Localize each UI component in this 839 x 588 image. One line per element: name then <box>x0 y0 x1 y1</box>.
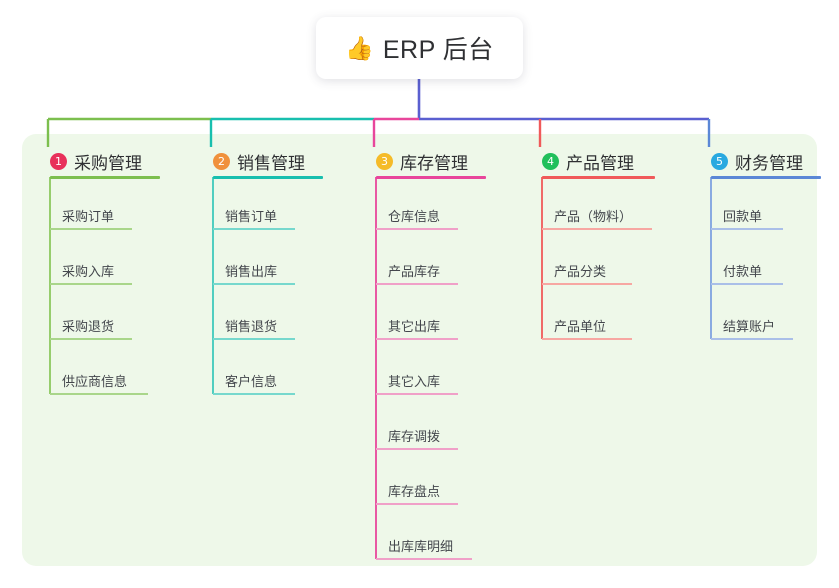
leaf-item-underline <box>213 228 295 230</box>
leaf-item[interactable]: 客户信息 <box>213 374 295 395</box>
leaf-item-underline <box>50 338 132 340</box>
leaf-item-underline <box>376 503 458 505</box>
leaf-item[interactable]: 回款单 <box>711 209 783 230</box>
category-title: 采购管理 <box>74 153 142 173</box>
leaf-item[interactable]: 采购退货 <box>50 319 132 340</box>
leaf-item-underline <box>542 338 632 340</box>
leaf-item[interactable]: 采购订单 <box>50 209 132 230</box>
leaf-item[interactable]: 产品分类 <box>542 264 632 285</box>
leaf-item[interactable]: 库存盘点 <box>376 484 458 505</box>
leaf-item-underline <box>213 283 295 285</box>
leaf-item[interactable]: 仓库信息 <box>376 209 458 230</box>
leaf-item[interactable]: 结算账户 <box>711 319 793 340</box>
leaf-item-label: 产品库存 <box>388 264 441 279</box>
leaf-item-label: 付款单 <box>723 264 763 279</box>
leaf-item-label: 库存调拨 <box>388 429 441 444</box>
leaf-item-underline <box>376 228 458 230</box>
leaf-item[interactable]: 采购入库 <box>50 264 132 285</box>
leaf-item[interactable]: 其它入库 <box>376 374 458 395</box>
leaf-item-label: 结算账户 <box>723 319 776 334</box>
root-title: ERP 后台 <box>382 36 494 64</box>
leaf-item-underline <box>711 338 793 340</box>
leaf-item-label: 销售出库 <box>225 264 278 279</box>
leaf-item-underline <box>50 283 132 285</box>
leaf-item[interactable]: 产品库存 <box>376 264 458 285</box>
leaf-item[interactable]: 出库库明细 <box>376 539 472 560</box>
leaf-item-underline <box>711 228 783 230</box>
leaf-item[interactable]: 销售订单 <box>213 209 295 230</box>
category-number-badge: 4 <box>542 152 559 170</box>
category-header-4[interactable]: 4 产品管理 <box>528 146 634 176</box>
leaf-item-label: 出库库明细 <box>388 539 454 554</box>
content-panel <box>22 134 817 566</box>
leaf-item-underline <box>542 228 652 230</box>
leaf-item-label: 采购订单 <box>62 209 115 224</box>
category-column-5: 5 财务管理回款单付款单结算账户 <box>697 146 821 340</box>
category-underline <box>213 176 323 179</box>
leaf-item-underline <box>376 558 472 560</box>
leaf-item-underline <box>213 393 295 395</box>
leaf-item[interactable]: 其它出库 <box>376 319 458 340</box>
leaf-item[interactable]: 销售出库 <box>213 264 295 285</box>
leaf-item-label: 供应商信息 <box>62 374 128 389</box>
category-column-2: 2 销售管理销售订单销售出库销售退货客户信息 <box>199 146 323 395</box>
leaf-item-label: 产品分类 <box>554 264 607 279</box>
leaf-item-label: 采购退货 <box>62 319 115 334</box>
leaf-item-underline <box>50 393 148 395</box>
category-header-5[interactable]: 5 财务管理 <box>697 146 803 176</box>
thumbs-up-icon: 👍 <box>345 34 374 61</box>
category-title: 库存管理 <box>400 153 468 173</box>
category-column-1: 1 采购管理采购订单采购入库采购退货供应商信息 <box>36 146 160 395</box>
leaf-item[interactable]: 产品单位 <box>542 319 632 340</box>
category-column-3: 3 库存管理仓库信息产品库存其它出库其它入库库存调拨库存盘点出库库明细 <box>362 146 486 560</box>
leaf-item-underline <box>213 338 295 340</box>
leaf-item[interactable]: 供应商信息 <box>50 374 148 395</box>
leaf-item-label: 其它出库 <box>388 319 441 334</box>
leaf-item[interactable]: 库存调拨 <box>376 429 458 450</box>
category-number-badge: 5 <box>711 152 728 170</box>
leaf-item-underline <box>50 228 132 230</box>
leaf-item-label: 产品（物料） <box>554 209 633 224</box>
leaf-item-label: 仓库信息 <box>388 209 441 224</box>
category-title: 产品管理 <box>566 153 634 173</box>
leaf-item-label: 销售订单 <box>225 209 278 224</box>
category-underline <box>711 176 821 179</box>
category-number-badge: 1 <box>50 152 67 170</box>
category-number-badge: 2 <box>213 152 230 170</box>
root-node[interactable]: 👍 ERP 后台 <box>316 17 523 79</box>
leaf-item-label: 销售退货 <box>225 319 278 334</box>
leaf-item-label: 产品单位 <box>554 319 607 334</box>
leaf-item-underline <box>376 448 458 450</box>
leaf-item-label: 其它入库 <box>388 374 441 389</box>
leaf-item-underline <box>376 393 458 395</box>
leaf-item[interactable]: 产品（物料） <box>542 209 652 230</box>
leaf-item-label: 客户信息 <box>225 374 278 389</box>
leaf-item-label: 采购入库 <box>62 264 115 279</box>
category-underline <box>50 176 160 179</box>
leaf-item-underline <box>711 283 783 285</box>
category-header-1[interactable]: 1 采购管理 <box>36 146 142 176</box>
category-title: 销售管理 <box>237 153 305 173</box>
category-number-badge: 3 <box>376 152 393 170</box>
category-underline <box>376 176 486 179</box>
leaf-item[interactable]: 销售退货 <box>213 319 295 340</box>
category-header-2[interactable]: 2 销售管理 <box>199 146 305 176</box>
category-underline <box>542 176 655 179</box>
category-title: 财务管理 <box>735 153 803 173</box>
leaf-item-label: 库存盘点 <box>388 484 441 499</box>
leaf-item-underline <box>542 283 632 285</box>
category-header-3[interactable]: 3 库存管理 <box>362 146 468 176</box>
leaf-item-label: 回款单 <box>723 209 763 224</box>
leaf-item-underline <box>376 338 458 340</box>
leaf-item[interactable]: 付款单 <box>711 264 783 285</box>
category-column-4: 4 产品管理产品（物料） 产品分类产品单位 <box>528 146 655 340</box>
leaf-item-underline <box>376 283 458 285</box>
